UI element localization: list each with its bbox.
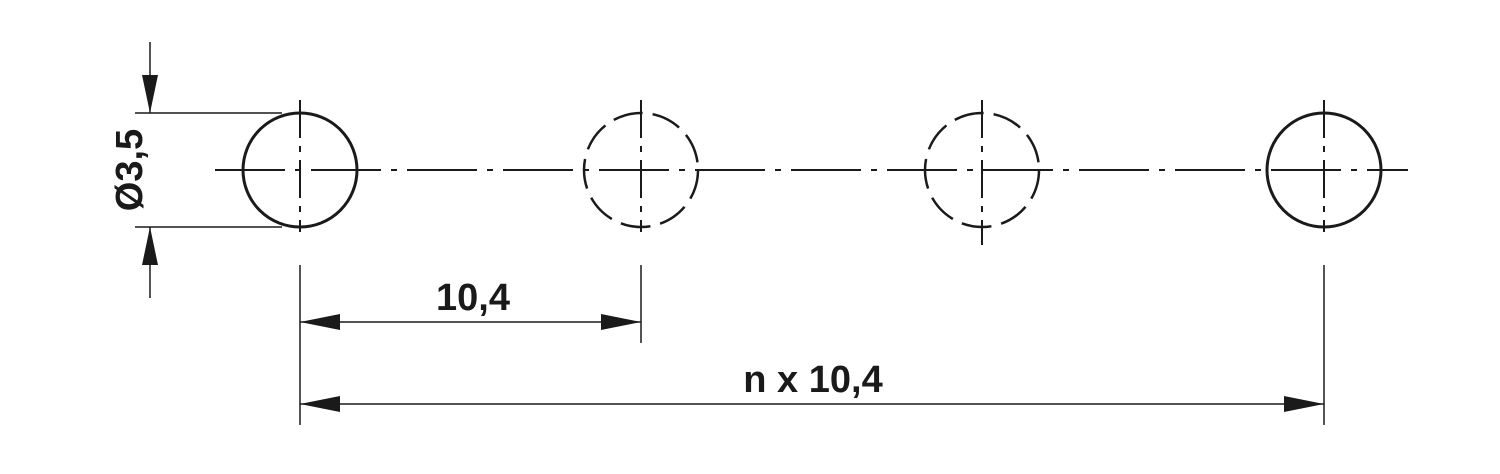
hole-2 <box>582 100 700 232</box>
diameter-arrow-bottom <box>142 227 158 265</box>
hole-1 <box>241 100 359 232</box>
total-label: n x 10,4 <box>743 359 882 401</box>
total-arrow-left <box>300 396 340 412</box>
hole-4 <box>1265 100 1383 232</box>
diameter-dimension: Ø3,5 <box>109 42 282 298</box>
pitch-arrow-right <box>601 314 641 330</box>
pitch-dimension: 10,4 <box>299 265 642 425</box>
hole-3 <box>923 100 1041 245</box>
total-arrow-right <box>1284 396 1324 412</box>
diameter-arrow-top <box>142 75 158 113</box>
total-dimension: n x 10,4 <box>300 265 1325 425</box>
pitch-label: 10,4 <box>436 277 510 319</box>
pitch-arrow-left <box>300 314 340 330</box>
diameter-label: Ø3,5 <box>109 129 151 211</box>
